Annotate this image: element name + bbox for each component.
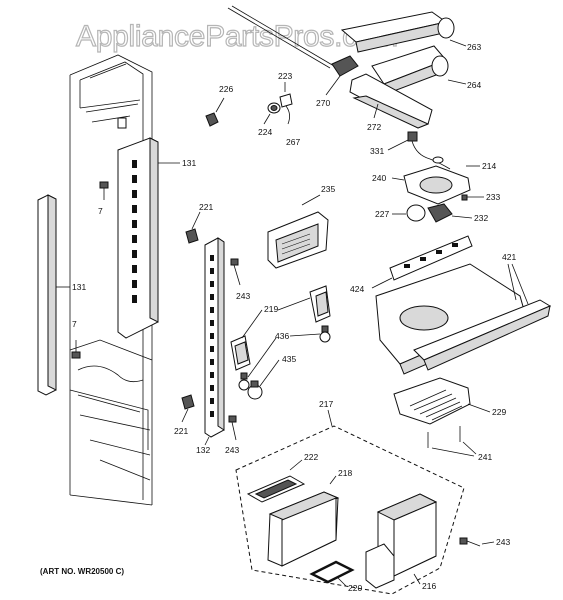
- callout-217: 217: [319, 399, 333, 409]
- callout-221-lower: 221: [174, 426, 188, 436]
- callout-219: 219: [264, 304, 278, 314]
- callout-240: 240: [372, 173, 386, 183]
- thermistor-224: [267, 102, 281, 114]
- filter-assembly: [227, 5, 455, 129]
- callout-131-left: 131: [72, 282, 86, 292]
- callout-421: 421: [502, 252, 516, 262]
- duct-216: [365, 493, 438, 589]
- screw-7-lower: [71, 340, 81, 359]
- callout-263: 263: [467, 42, 481, 52]
- rail-131-loose: [37, 194, 57, 396]
- callout-264: 264: [467, 80, 481, 90]
- callout-7-lower: 7: [72, 319, 77, 329]
- control-housing-421: [375, 263, 552, 375]
- callout-424: 424: [350, 284, 364, 294]
- bracket-221-upper: [185, 228, 199, 244]
- callout-235: 235: [321, 184, 335, 194]
- clip-226: [205, 112, 219, 127]
- callout-272: 272: [367, 122, 381, 132]
- screw-243-right: [459, 537, 481, 547]
- frame-222: [246, 475, 306, 503]
- callout-7-upper: 7: [98, 206, 103, 216]
- callout-241: 241: [478, 452, 492, 462]
- light-socket-219-right: [309, 285, 331, 323]
- callout-243-right: 243: [496, 537, 510, 547]
- callout-331: 331: [370, 146, 384, 156]
- callout-216: 216: [422, 581, 436, 591]
- callout-131-upper: 131: [182, 158, 196, 168]
- callout-218: 218: [338, 468, 352, 478]
- duct-218: [267, 491, 340, 567]
- callout-222: 222: [304, 452, 318, 462]
- bulb-436-right: [319, 325, 331, 343]
- callout-221-upper: 221: [199, 202, 213, 212]
- assembly-217-outline: [235, 425, 465, 595]
- screw-243-middle: [228, 415, 237, 441]
- callout-243-middle: 243: [225, 445, 239, 455]
- clip-223: [279, 93, 293, 108]
- switch-331: [407, 131, 451, 170]
- callout-227: 227: [375, 209, 389, 219]
- callout-226: 226: [219, 84, 233, 94]
- bracket-221-lower: [181, 394, 195, 410]
- callout-267: 267: [286, 137, 300, 147]
- control-board-424: [389, 235, 473, 281]
- callout-233: 233: [486, 192, 500, 202]
- light-housing-240: [403, 165, 471, 205]
- pins-241: [427, 426, 461, 448]
- watermark: AppliancePartsPros.com: [76, 20, 398, 53]
- screw-243-upper: [230, 258, 241, 286]
- bulb-436-left: [238, 372, 250, 391]
- grille-229: [393, 377, 471, 425]
- callout-243-upper: 243: [236, 291, 250, 301]
- light-socket-219-left: [230, 335, 251, 371]
- light-shield-235: [267, 211, 329, 269]
- callout-229: 229: [492, 407, 506, 417]
- refrigerator-cabinet: [69, 54, 153, 506]
- callout-232: 232: [474, 213, 488, 223]
- socket-232: [427, 203, 453, 223]
- rail-132: [204, 237, 225, 438]
- bulb-435: [247, 380, 263, 400]
- rail-131-upper: [117, 137, 159, 339]
- callout-223: 223: [278, 71, 292, 81]
- callout-214: 214: [482, 161, 496, 171]
- callout-270: 270: [316, 98, 330, 108]
- callout-435: 435: [282, 354, 296, 364]
- callout-224: 224: [258, 127, 272, 137]
- bulb-227: [406, 204, 426, 222]
- callout-220: 220: [348, 583, 362, 593]
- gasket-220: [309, 560, 355, 584]
- callout-436: 436: [275, 331, 289, 341]
- art-number: (ART NO. WR20500 C): [40, 567, 124, 576]
- screw-7-upper: [99, 181, 109, 200]
- callout-132: 132: [196, 445, 210, 455]
